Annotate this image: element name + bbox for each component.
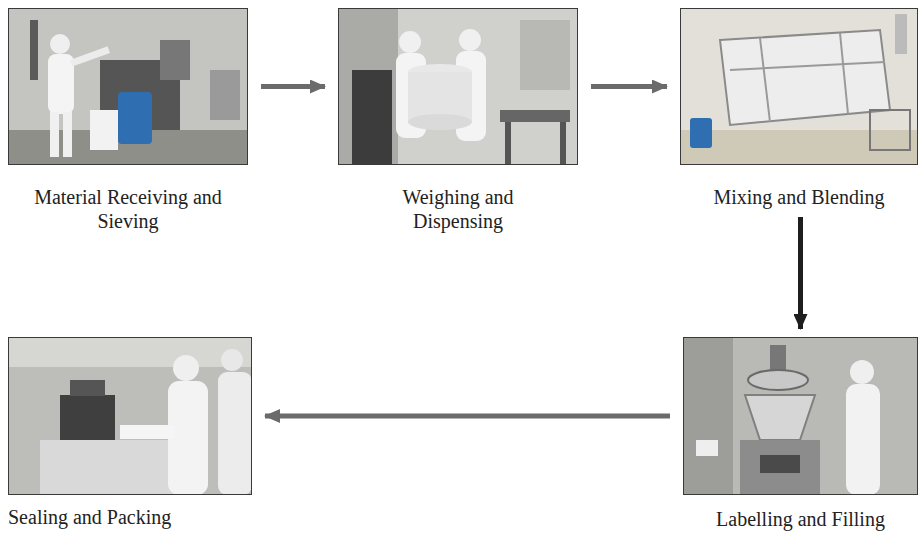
step-caption: Material Receiving and Sieving — [28, 185, 228, 233]
photo-frame — [683, 337, 918, 495]
photo-receiving — [8, 8, 248, 165]
step-caption: Mixing and Blending — [699, 185, 899, 209]
step-caption: Sealing and Packing — [8, 505, 252, 529]
flow-arrow — [591, 84, 667, 89]
step-caption: Labelling and Filling — [683, 507, 918, 531]
process-step: Weighing and Dispensing — [338, 8, 578, 233]
photo-frame — [8, 337, 252, 495]
flow-arrow — [261, 84, 325, 89]
step-caption: Weighing and Dispensing — [358, 185, 558, 233]
photo-weighing — [338, 8, 578, 165]
process-step: Mixing and Blending — [680, 8, 918, 209]
flow-arrow — [265, 414, 670, 419]
flow-arrow — [798, 217, 803, 329]
photo-filling — [683, 337, 918, 495]
photo-frame — [8, 8, 248, 165]
photo-mixing — [680, 8, 918, 165]
process-step: Labelling and Filling — [683, 337, 918, 531]
photo-frame — [680, 8, 918, 165]
photo-frame — [338, 8, 578, 165]
process-step: Sealing and Packing — [8, 337, 252, 529]
photo-sealing — [8, 337, 252, 495]
process-step: Material Receiving and Sieving — [8, 8, 248, 233]
